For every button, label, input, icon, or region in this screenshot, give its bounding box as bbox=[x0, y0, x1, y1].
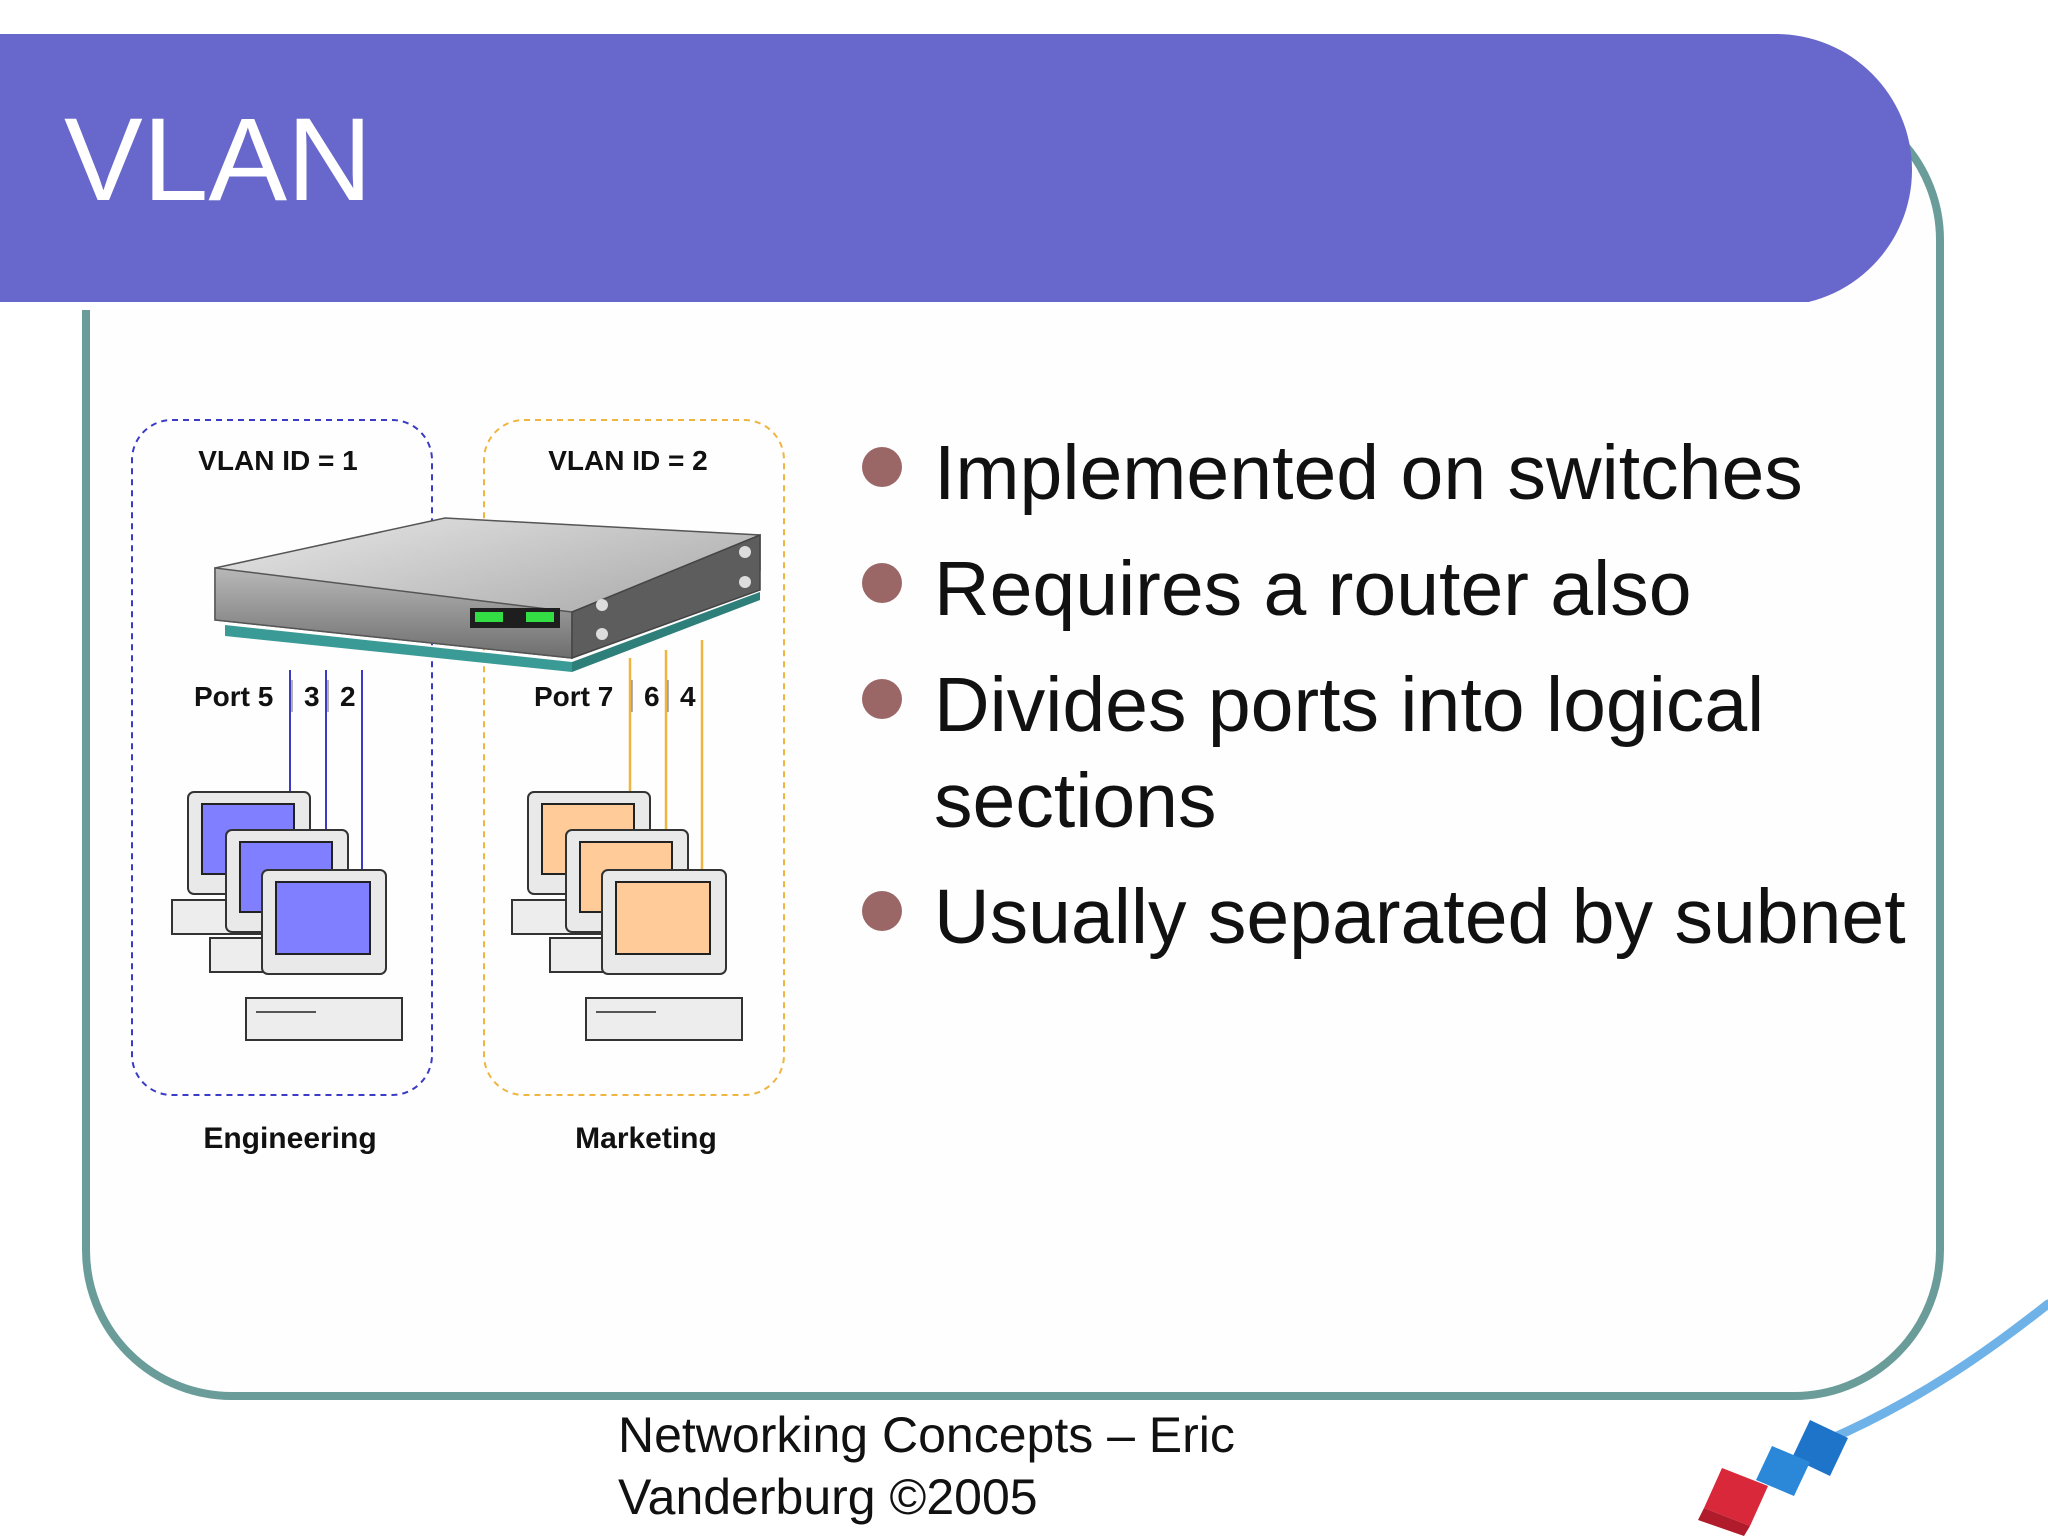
vlan2-port-main: Port 7 bbox=[534, 681, 613, 712]
slide-title: VLAN bbox=[64, 94, 373, 226]
vlan1-computer-3 bbox=[245, 869, 403, 1041]
vlan1-label: VLAN ID = 1 bbox=[198, 445, 357, 476]
bullet-item: Implemented on switches bbox=[858, 425, 1918, 521]
title-bar bbox=[0, 34, 1912, 310]
vlan2-label: VLAN ID = 2 bbox=[548, 445, 707, 476]
vlan2-group-label: Marketing bbox=[575, 1122, 717, 1155]
bullet-item: Usually separated by subnet bbox=[858, 869, 1918, 965]
slide-footer: Networking Concepts – Eric Vanderburg ©2… bbox=[618, 1407, 1235, 1525]
bullet-dot-icon bbox=[862, 891, 902, 931]
vlan2-port-b: 6 bbox=[644, 681, 660, 712]
vlan1-port-main: Port 5 bbox=[194, 681, 273, 712]
vlan1-port-b: 3 bbox=[304, 681, 320, 712]
vlan-diagram: VLAN ID = 1 VLAN ID = 2 Port 5 3 2 Port … bbox=[131, 419, 785, 1155]
bullet-text: Usually separated by subnet bbox=[934, 874, 1906, 960]
bullet-text: Divides ports into logical sections bbox=[934, 662, 1765, 844]
vlan2-wires bbox=[628, 640, 704, 870]
title-underline bbox=[0, 302, 1810, 310]
vlan2-port-c: 4 bbox=[680, 681, 696, 712]
bullet-dot-icon bbox=[862, 679, 902, 719]
bullet-text: Implemented on switches bbox=[934, 430, 1803, 516]
bullet-text: Requires a router also bbox=[934, 546, 1692, 632]
bullet-dot-icon bbox=[862, 447, 902, 487]
bullet-item: Requires a router also bbox=[858, 541, 1918, 637]
vlan1-group-label: Engineering bbox=[203, 1122, 376, 1155]
vlan2-zone bbox=[483, 419, 785, 1096]
vlan1-port-c: 2 bbox=[340, 681, 356, 712]
network-cable-icon bbox=[1698, 1299, 2048, 1536]
bullet-list: Implemented on switches Requires a route… bbox=[858, 425, 1918, 985]
vlan1-zone bbox=[131, 419, 433, 1096]
bullet-item: Divides ports into logical sections bbox=[858, 657, 1918, 849]
bullet-dot-icon bbox=[862, 563, 902, 603]
network-switch bbox=[214, 517, 761, 672]
vlan2-computer-3 bbox=[585, 869, 743, 1041]
vlan1-wires bbox=[289, 670, 363, 870]
